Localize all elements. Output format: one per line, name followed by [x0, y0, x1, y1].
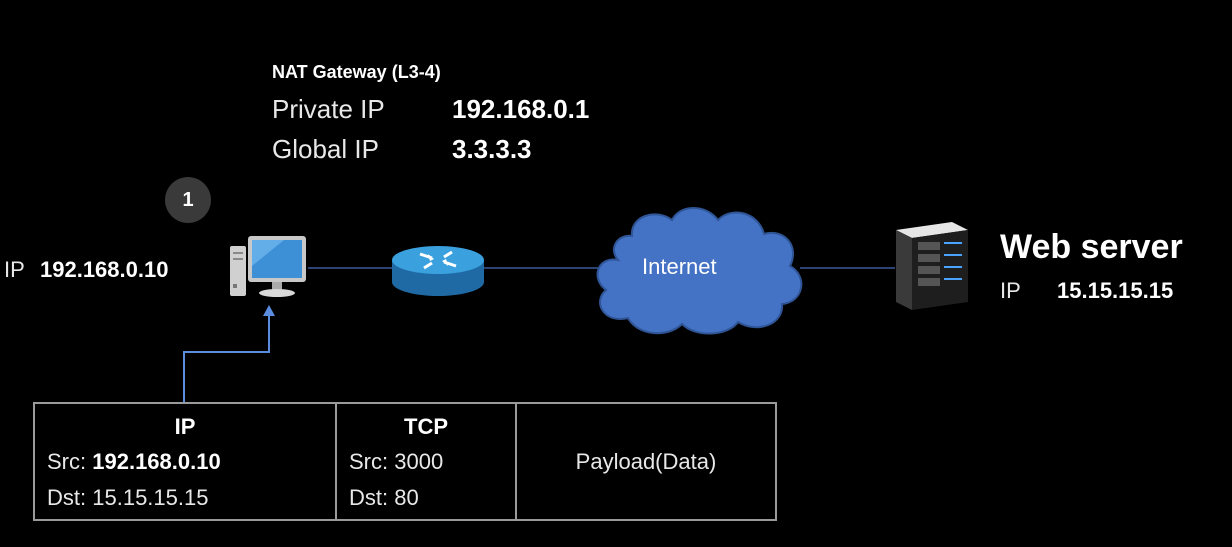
web-server-ip-label: IP: [1000, 278, 1021, 303]
packet-ip-dst: Dst: 15.15.15.15: [47, 480, 323, 516]
internet-label: Internet: [642, 254, 717, 279]
packet-tcp-src-value: 3000: [394, 449, 444, 474]
private-ip-value: 192.168.0.1: [452, 94, 590, 124]
arrow-up-icon: [263, 305, 275, 316]
client-ip-value: 192.168.0.10: [40, 257, 169, 282]
packet-payload-cell: Payload(Data): [517, 404, 775, 519]
server-tower-icon: [896, 222, 968, 310]
packet-ip-header: IP: [174, 414, 196, 439]
web-server-title: Web server: [1000, 228, 1183, 266]
packet-ip-src-label: Src:: [47, 449, 87, 474]
global-ip-value: 3.3.3.3: [452, 134, 532, 164]
global-ip-label: Global IP: [272, 134, 379, 164]
packet-tcp-dst-label: Dst:: [349, 485, 389, 510]
packet-tcp-dst-value: 80: [394, 485, 419, 510]
packet-table: IP Src: 192.168.0.10 Dst: 15.15.15.15 TC…: [33, 402, 777, 521]
internet-cloud-icon: [596, 207, 803, 335]
nat-gateway-title: NAT Gateway (L3-4): [272, 62, 441, 82]
packet-ip-dst-label: Dst:: [47, 485, 87, 510]
packet-tcp-dst: Dst: 80: [349, 480, 503, 516]
packet-tcp-cell: TCP Src: 3000 Dst: 80: [337, 404, 517, 519]
packet-tcp-src: Src: 3000: [349, 444, 503, 480]
packet-payload: Payload(Data): [575, 448, 717, 474]
packet-tcp-header: TCP: [404, 414, 448, 439]
client-ip-label: IP: [4, 257, 25, 282]
packet-arrow: [183, 312, 270, 402]
packet-ip-src-value: 192.168.0.10: [92, 449, 221, 474]
private-ip-label: Private IP: [272, 94, 385, 124]
web-server-ip-value: 15.15.15.15: [1057, 278, 1174, 303]
router-icon: [392, 246, 484, 296]
packet-ip-dst-value: 15.15.15.15: [92, 485, 209, 510]
step-badge: 1: [165, 177, 211, 223]
packet-ip-src: Src: 192.168.0.10: [47, 444, 323, 480]
packet-ip-cell: IP Src: 192.168.0.10 Dst: 15.15.15.15: [35, 404, 337, 519]
desktop-computer-icon: [230, 236, 306, 297]
packet-tcp-src-label: Src:: [349, 449, 389, 474]
